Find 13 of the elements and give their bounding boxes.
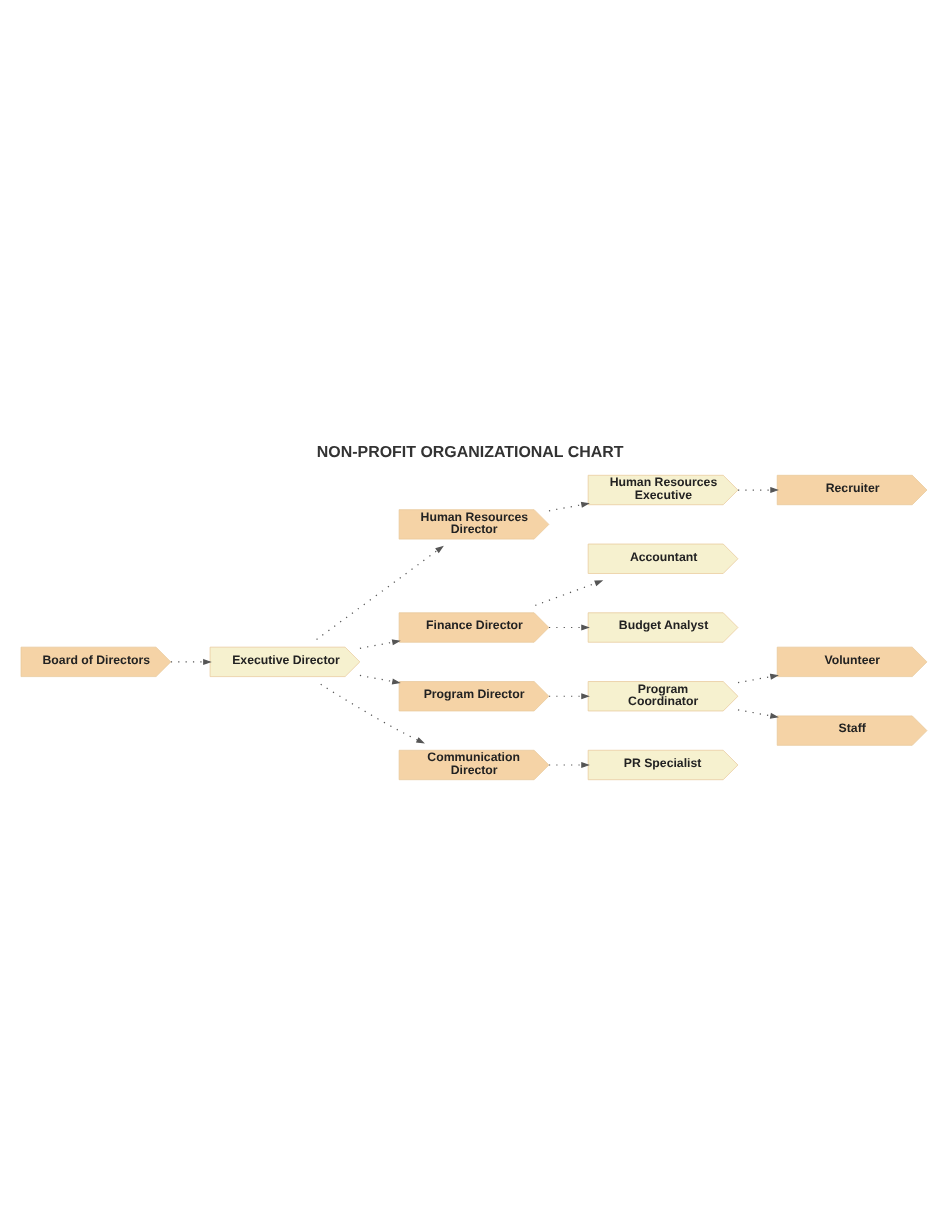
arrow bbox=[359, 674, 401, 685]
arrow bbox=[534, 580, 604, 606]
arrow bbox=[548, 624, 590, 631]
arrow bbox=[320, 683, 425, 744]
arrow bbox=[737, 709, 779, 719]
arrow bbox=[737, 487, 779, 494]
arrow bbox=[359, 639, 401, 649]
arrow bbox=[548, 761, 590, 768]
arrow bbox=[170, 658, 212, 665]
arrow bbox=[315, 545, 444, 641]
arrow bbox=[548, 501, 590, 512]
arrow bbox=[737, 673, 779, 684]
arrow bbox=[548, 693, 590, 700]
